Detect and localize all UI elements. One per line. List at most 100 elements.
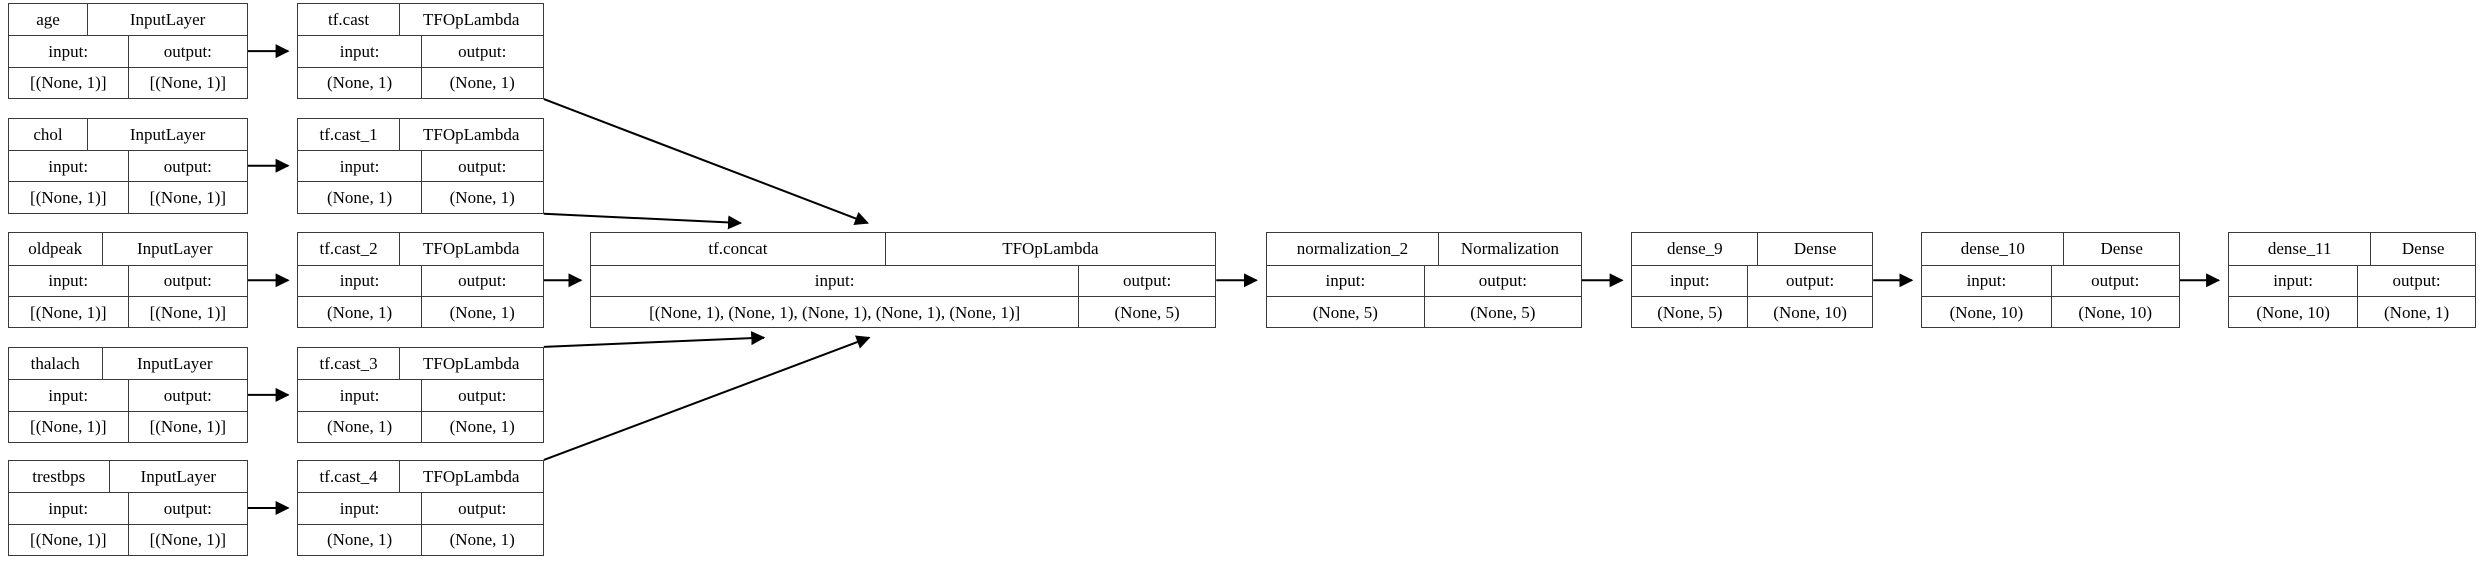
- node-normalization_2[interactable]: normalization_2 Normalization input: output…: [1265, 232, 1582, 329]
- node-trestbps-input-shape: [(None, 1)]: [30, 530, 107, 550]
- node-tf.cast_4-input-label: input:: [339, 498, 380, 518]
- node-oldpeak-output-label: output:: [127, 265, 247, 296]
- node-dense_9-output-label: output:: [1747, 265, 1872, 296]
- node-dense_11-output-shape: (None, 1): [2357, 296, 2475, 328]
- node-normalization_2-input-shape: (None, 5): [1312, 302, 1378, 322]
- node-tf.cast-layer-name: tf.cast: [328, 10, 370, 30]
- node-thalach-input-shape: [(None, 1)]: [30, 417, 107, 437]
- node-dense_11-input-label: input:: [2273, 271, 2313, 291]
- node-dense_10-input-label: input:: [1966, 271, 2007, 291]
- edge-tf.cast_3-to-tf.concat: [543, 331, 766, 348]
- node-tf.cast_2-layer-type: TFOpLambda: [398, 233, 543, 265]
- node-tf.cast_4-output-label: output:: [420, 493, 543, 524]
- node-tf.cast_2-input-shape: (None, 1): [326, 302, 393, 322]
- edge-tf.cast_4-to-tf.concat: [543, 335, 871, 461]
- node-tf.cast_4-layer-type: TFOpLambda: [398, 460, 543, 493]
- node-dense_10-output-shape: (None, 10): [2050, 296, 2179, 328]
- node-tf.cast_3-output-label: output:: [420, 380, 543, 411]
- node-tf.cast_1-output-shape: (None, 1): [420, 182, 543, 213]
- node-chol-output-shape: [(None, 1)]: [127, 182, 247, 213]
- node-tf.cast-layer-type: TFOpLambda: [398, 4, 543, 36]
- node-tf.concat-layer-type: TFOpLambda: [884, 233, 1216, 265]
- node-tf.concat-input-shape: [(None, 1), (None, 1), (None, 1), (None,…: [649, 302, 1021, 322]
- edge-tf.cast_1-to-tf.concat: [543, 212, 742, 230]
- node-dense_9-output-shape: (None, 10): [1747, 296, 1872, 328]
- node-chol-output-label: output:: [127, 151, 247, 182]
- node-age-output-shape: [(None, 1)]: [127, 67, 247, 99]
- node-tf.cast_4-layer-name: tf.cast_4: [319, 467, 378, 487]
- node-oldpeak-output-shape: [(None, 1)]: [127, 296, 247, 328]
- node-age-input-label: input:: [48, 42, 89, 62]
- node-trestbps-output-shape: [(None, 1)]: [127, 524, 247, 555]
- node-thalach-layer-type: InputLayer: [101, 347, 247, 380]
- node-normalization_2-layer-name: normalization_2: [1296, 239, 1409, 259]
- node-thalach-output-shape: [(None, 1)]: [127, 411, 247, 442]
- node-tf.cast_1-layer-type: TFOpLambda: [398, 118, 543, 151]
- node-age-layer-name: age: [36, 10, 60, 30]
- node-tf.cast-output-shape: (None, 1): [420, 67, 543, 99]
- node-oldpeak-input-shape: [(None, 1)]: [30, 302, 107, 322]
- node-tf.cast_2[interactable]: tf.cast_2 TFOpLambda input: output: (None, 1…: [297, 232, 544, 329]
- node-dense_11[interactable]: dense_11 Dense input: output: (None, 10) (Non…: [2228, 232, 2476, 329]
- node-trestbps-layer-name: trestbps: [32, 467, 86, 487]
- node-tf.cast_3-layer-name: tf.cast_3: [319, 354, 378, 374]
- node-tf.cast_1-output-label: output:: [420, 151, 543, 182]
- node-tf.cast-output-label: output:: [420, 36, 543, 67]
- node-tf.cast_2-output-label: output:: [420, 265, 543, 296]
- node-dense_11-output-label: output:: [2357, 265, 2475, 296]
- node-tf.cast_1-input-label: input:: [339, 156, 380, 176]
- node-tf.cast_3-layer-type: TFOpLambda: [398, 347, 543, 380]
- node-tf.concat-output-label: output:: [1077, 265, 1215, 296]
- node-tf.cast_3-input-label: input:: [339, 385, 380, 405]
- node-dense_10-input-shape: (None, 10): [1949, 302, 2024, 322]
- node-chol-input-label: input:: [48, 156, 89, 176]
- node-tf.cast_3-input-shape: (None, 1): [326, 417, 393, 437]
- node-trestbps-layer-type: InputLayer: [108, 460, 247, 493]
- node-dense_10-layer-type: Dense: [2063, 233, 2179, 265]
- node-chol-input-shape: [(None, 1)]: [30, 188, 107, 207]
- node-dense_11-input-shape: (None, 10): [2256, 302, 2330, 322]
- node-dense_9-layer-name: dense_9: [1666, 239, 1723, 259]
- node-tf.cast_2-input-label: input:: [339, 271, 380, 291]
- node-tf.cast_4-output-shape: (None, 1): [420, 524, 543, 555]
- node-thalach-layer-name: thalach: [30, 354, 80, 374]
- node-normalization_2-output-shape: (None, 5): [1423, 296, 1581, 328]
- node-normalization_2-output-label: output:: [1423, 265, 1581, 296]
- node-dense_10-output-label: output:: [2050, 265, 2179, 296]
- node-normalization_2-layer-type: Normalization: [1437, 233, 1581, 265]
- node-tf.concat-layer-name: tf.concat: [708, 239, 768, 259]
- node-oldpeak-layer-type: InputLayer: [101, 233, 247, 265]
- node-tf.cast-input-label: input:: [339, 42, 380, 62]
- node-tf.cast-input-shape: (None, 1): [326, 73, 393, 93]
- node-dense_11-layer-name: dense_11: [2267, 239, 2332, 259]
- node-normalization_2-input-label: input:: [1325, 271, 1366, 291]
- node-tf.cast_1-input-shape: (None, 1): [326, 188, 393, 207]
- node-tf.cast_4[interactable]: tf.cast_4 TFOpLambda input: output:(None, 1…: [297, 459, 544, 556]
- node-trestbps-output-label: output:: [127, 493, 247, 524]
- node-dense_10-layer-name: dense_10: [1960, 239, 2025, 259]
- node-dense_9-layer-type: Dense: [1757, 233, 1872, 265]
- node-chol-layer-type: InputLayer: [87, 118, 247, 151]
- node-chol-layer-name: chol: [33, 124, 63, 144]
- node-age-input-shape: [(None, 1)]: [30, 73, 107, 93]
- edge-tf.cast-to-tf.concat: [543, 98, 869, 226]
- node-oldpeak-input-label: input:: [48, 271, 89, 291]
- node-tf.cast_3-output-shape: (None, 1): [420, 411, 543, 442]
- node-tf.concat-output-shape: (None, 5): [1077, 296, 1215, 328]
- node-tf.cast_2-layer-name: tf.cast_2: [319, 239, 378, 259]
- node-dense_11-layer-type: Dense: [2370, 233, 2475, 265]
- node-trestbps-input-label: input:: [48, 498, 89, 518]
- node-thalach-output-label: output:: [127, 380, 247, 411]
